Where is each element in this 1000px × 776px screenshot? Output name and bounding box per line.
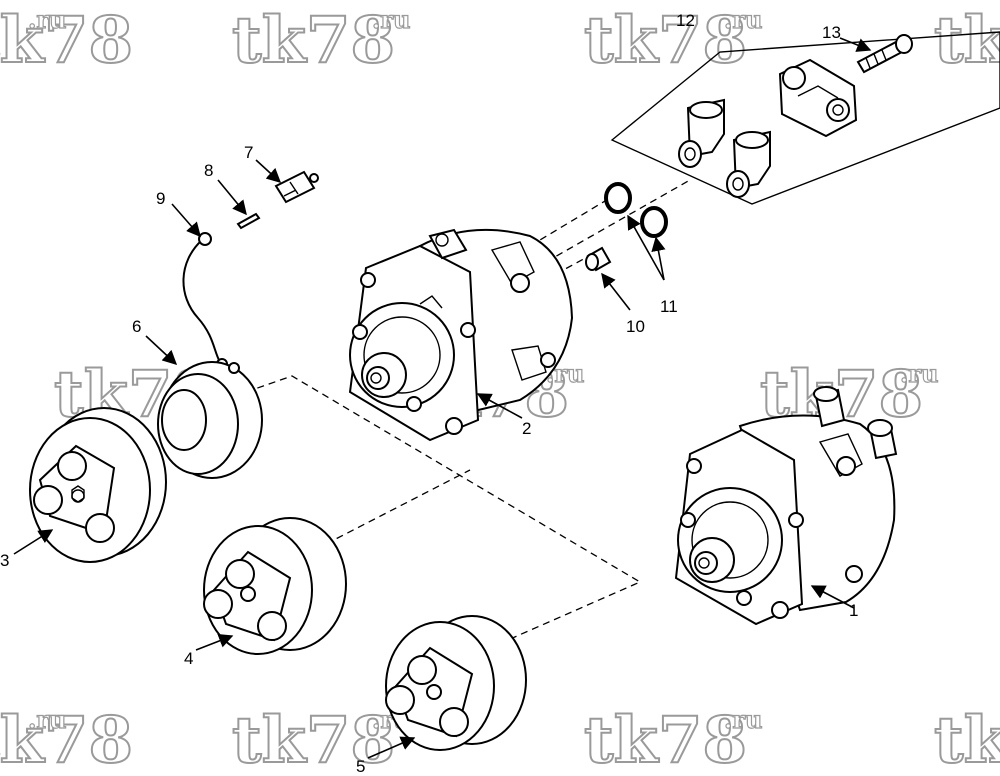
watermark: tk78.ru [583, 702, 763, 776]
watermark: tk78 [933, 702, 1000, 776]
fitting-elbow [726, 130, 771, 198]
pulley-4 [203, 517, 347, 655]
o-ring [604, 182, 632, 214]
pulley-5 [385, 615, 527, 751]
callout-12: 12 [676, 11, 695, 30]
connector-7 [274, 170, 319, 204]
manifold-block [778, 58, 858, 138]
callout-8: 8 [204, 161, 213, 180]
watermark: tk78 [933, 2, 1000, 79]
svg-text:tk78: tk78 [0, 3, 133, 78]
svg-text:tk78: tk78 [232, 3, 395, 78]
cap-10 [585, 246, 612, 272]
callout-6: 6 [132, 317, 141, 336]
svg-text:tk78: tk78 [934, 703, 1000, 776]
bolt-13 [856, 34, 913, 74]
fitting-port [813, 386, 846, 428]
callout-11: 11 [660, 297, 678, 316]
pulley-3 [29, 407, 167, 563]
watermark: tk78.ru [231, 2, 411, 79]
svg-text:tk78: tk78 [0, 703, 133, 776]
wire-harness-9 [182, 232, 228, 370]
svg-text:.ru: .ru [724, 5, 762, 34]
svg-text:tk78: tk78 [584, 3, 747, 78]
fitting-port [867, 419, 898, 460]
svg-text:tk78: tk78 [934, 3, 1000, 78]
callout-9: 9 [156, 189, 165, 208]
svg-text:.ru: .ru [900, 359, 938, 388]
callout-5: 5 [356, 757, 365, 776]
watermark: tk78.ru [0, 2, 134, 79]
svg-text:.ru: .ru [28, 705, 66, 734]
o-ring [640, 206, 668, 238]
callout-10: 10 [626, 317, 645, 336]
svg-text:tk78: tk78 [232, 703, 395, 776]
fitting-elbow [678, 98, 725, 168]
callout-3: 3 [0, 551, 9, 570]
compressor-1 [674, 386, 898, 626]
callout-13: 13 [822, 23, 841, 42]
watermark: tk78.ru [231, 702, 411, 776]
compressor-2 [348, 228, 574, 442]
clip-8 [236, 212, 261, 230]
manifold-kit-12 [610, 31, 1000, 205]
watermark: tk78.ru [583, 2, 763, 79]
callout-1: 1 [849, 601, 858, 620]
watermark: tk78.ru [0, 702, 134, 776]
svg-text:.ru: .ru [28, 5, 66, 34]
svg-text:tk78: tk78 [584, 703, 747, 776]
svg-text:.ru: .ru [372, 5, 410, 34]
svg-text:.ru: .ru [724, 705, 762, 734]
callout-7: 7 [244, 143, 253, 162]
field-coil-6 [157, 361, 263, 479]
callout-4: 4 [184, 649, 193, 668]
leader-lines [13, 37, 872, 759]
callout-2: 2 [522, 419, 531, 438]
callout-labels: 1 2 3 4 5 6 7 8 9 10 11 12 13 [0, 11, 858, 776]
